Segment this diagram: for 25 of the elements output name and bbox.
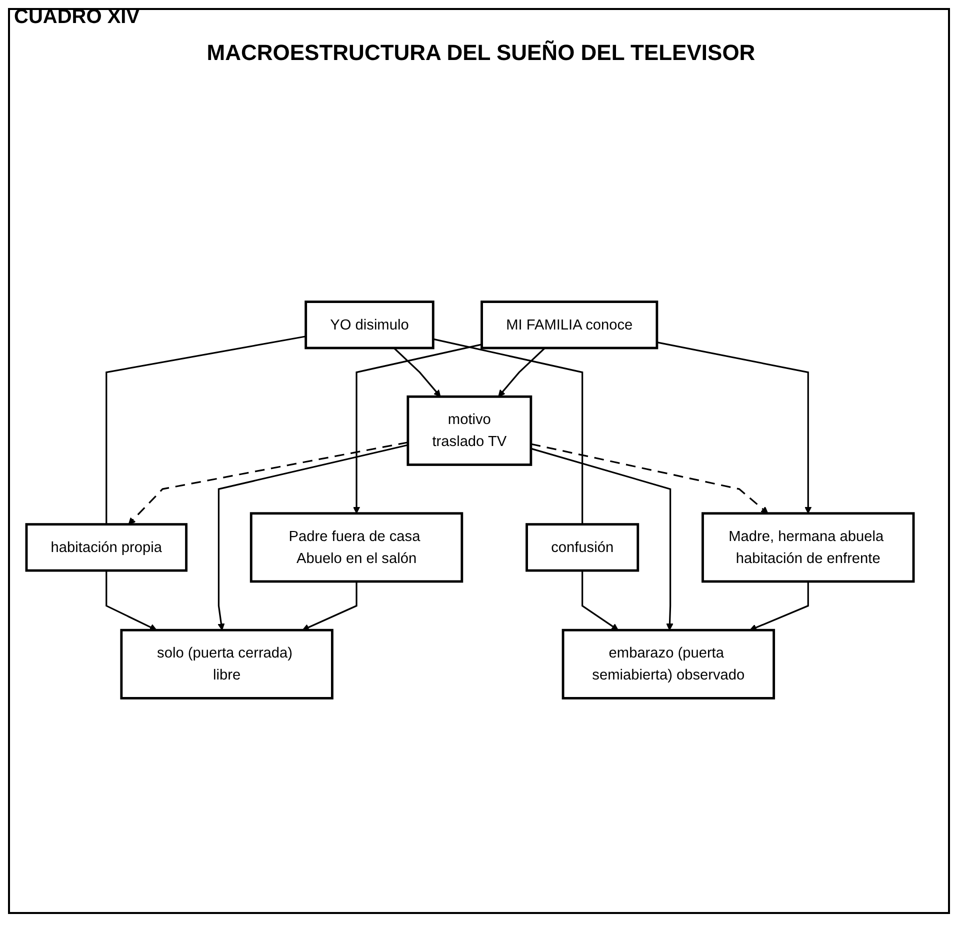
connector xyxy=(432,338,584,524)
arrow xyxy=(352,344,482,514)
arrow xyxy=(218,444,408,630)
node-box: YO disimulo xyxy=(304,300,434,350)
node-box: confusión xyxy=(526,523,640,572)
node-box: solo (puerta cerrada) libre xyxy=(120,628,334,700)
node-box: embarazo (puerta semiabierta) observado xyxy=(562,628,776,700)
arrow xyxy=(498,347,546,397)
arrow xyxy=(750,581,809,631)
node-box: habitación propia xyxy=(25,523,188,572)
figure-label: CUADRO XIV xyxy=(14,6,140,29)
arrow xyxy=(302,581,358,631)
arrow xyxy=(393,347,441,397)
arrow xyxy=(656,342,812,514)
arrow xyxy=(582,570,619,630)
arrow xyxy=(530,443,768,514)
connector xyxy=(106,336,306,524)
node-box: Padre fuera de casa Abuelo en el salón xyxy=(250,512,464,583)
node-box: MI FAMILIA conoce xyxy=(480,300,658,350)
node-box: motivo traslado TV xyxy=(406,395,532,466)
arrow xyxy=(106,570,157,631)
arrow xyxy=(530,448,674,630)
diagram-title: MACROESTRUCTURA DEL SUEÑO DEL TELEVISOR xyxy=(206,40,756,66)
arrow xyxy=(128,442,408,525)
node-box: Madre, hermana abuela habitación de enfrente xyxy=(702,512,915,583)
